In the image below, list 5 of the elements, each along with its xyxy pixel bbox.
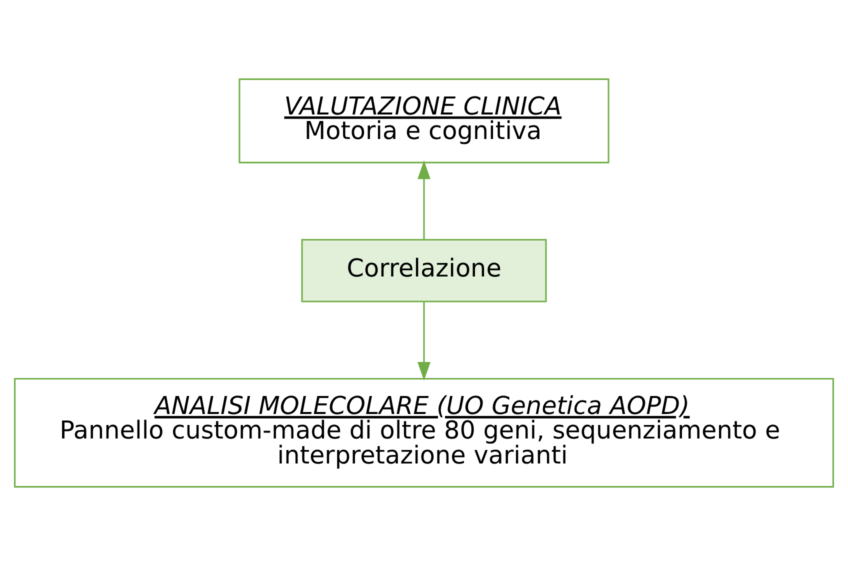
arrow: [418, 302, 430, 380]
node-box: VALUTAZIONE CLINICA Motoria e cognitiva: [238, 78, 610, 163]
node-box: ANALISI MOLECOLARE (UO Genetica AOPD) Pannello custom-made di oltre 80 geni, sequenziamento e interpretazione varianti: [14, 377, 834, 488]
arrow: [418, 160, 430, 239]
node-box: Correlazione: [301, 238, 547, 302]
